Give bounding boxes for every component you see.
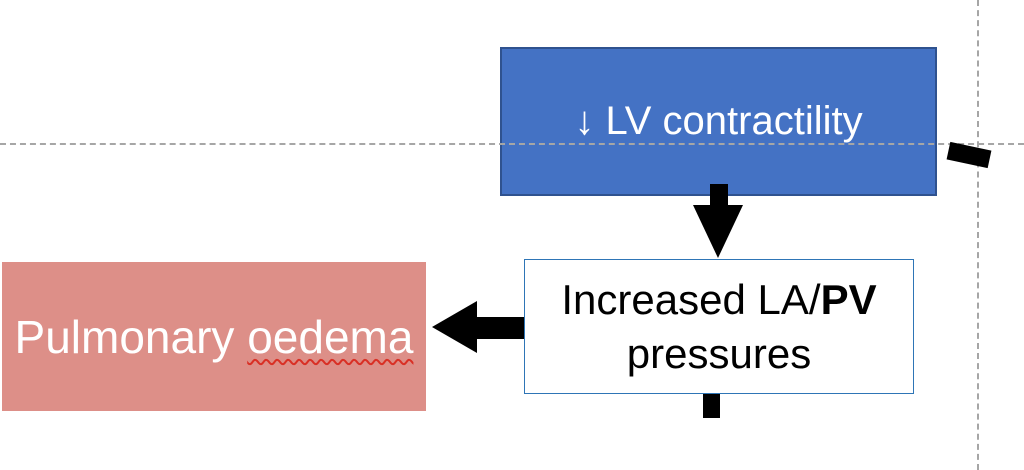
arrow-stub bbox=[703, 394, 720, 418]
left-arrow-tail bbox=[475, 317, 526, 339]
la-pv-line2: pressures bbox=[626, 329, 812, 377]
pulmonary-word: Pulmonary bbox=[14, 310, 248, 363]
lv-contractility-label: ↓ LV contractility bbox=[574, 99, 863, 143]
horizontal-guide-line bbox=[0, 143, 1024, 145]
lv-contractility-node: ↓ LV contractility bbox=[500, 47, 937, 196]
down-arrow-tail bbox=[710, 184, 728, 208]
pulmonary-oedema-node: Pulmonary oedema bbox=[2, 262, 426, 411]
la-pv-line1-bold: PV bbox=[820, 275, 877, 323]
la-pv-pressures-node: Increased LA/PV pressures bbox=[524, 259, 914, 394]
left-arrow-icon bbox=[432, 301, 477, 353]
la-pv-pressures-label: Increased LA/PV pressures bbox=[561, 273, 876, 381]
ink-mark bbox=[946, 141, 992, 169]
pulmonary-oedema-label: Pulmonary oedema bbox=[15, 310, 414, 364]
la-pv-line1-normal: Increased LA/ bbox=[561, 275, 821, 323]
down-arrow-icon bbox=[693, 205, 743, 258]
vertical-guide-line bbox=[977, 0, 979, 470]
oedema-word-misspelled: oedema bbox=[247, 310, 414, 363]
